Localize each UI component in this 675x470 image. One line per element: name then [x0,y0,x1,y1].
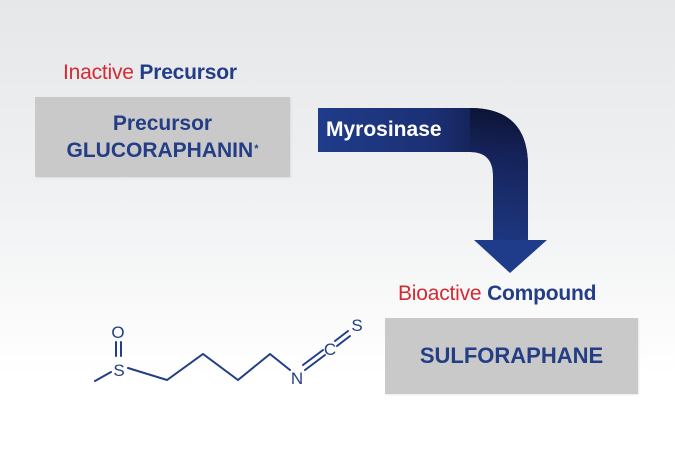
precursor-footnote-marker: * [254,143,259,155]
arrow-shaft [470,108,528,240]
product-heading: Bioactive Compound [398,282,596,306]
precursor-name: GLUCORAPHANIN [66,139,254,162]
bond-n-c-1 [304,354,326,371]
product-heading-word1: Bioactive [398,282,482,305]
atom-sulfur-right: S [351,316,362,335]
precursor-box: Precursor GLUCORAPHANIN* [35,97,290,177]
precursor-box-line2: GLUCORAPHANIN* [67,137,259,164]
precursor-heading: Inactive Precursor [63,61,237,85]
precursor-heading-word1: Inactive [63,61,134,84]
arrow-head [474,240,547,273]
product-box: SULFORAPHANE [385,318,638,394]
atom-carbon: C [324,340,336,359]
bond-methyl-s [94,371,112,382]
atom-nitrogen: N [291,369,303,388]
atom-oxygen: O [111,323,124,342]
product-heading-word2: Compound [487,282,597,305]
atom-sulfur-left: S [113,361,124,380]
precursor-heading-word2: Precursor [139,61,237,84]
bond-chain [127,352,291,382]
enzyme-label: Myrosinase [326,118,442,141]
bond-c-s-2 [334,330,349,342]
bond-c-s-1 [336,335,351,347]
precursor-box-line1: Precursor [112,112,213,135]
product-name: SULFORAPHANE [419,343,604,368]
bond-n-c-2 [302,349,324,366]
